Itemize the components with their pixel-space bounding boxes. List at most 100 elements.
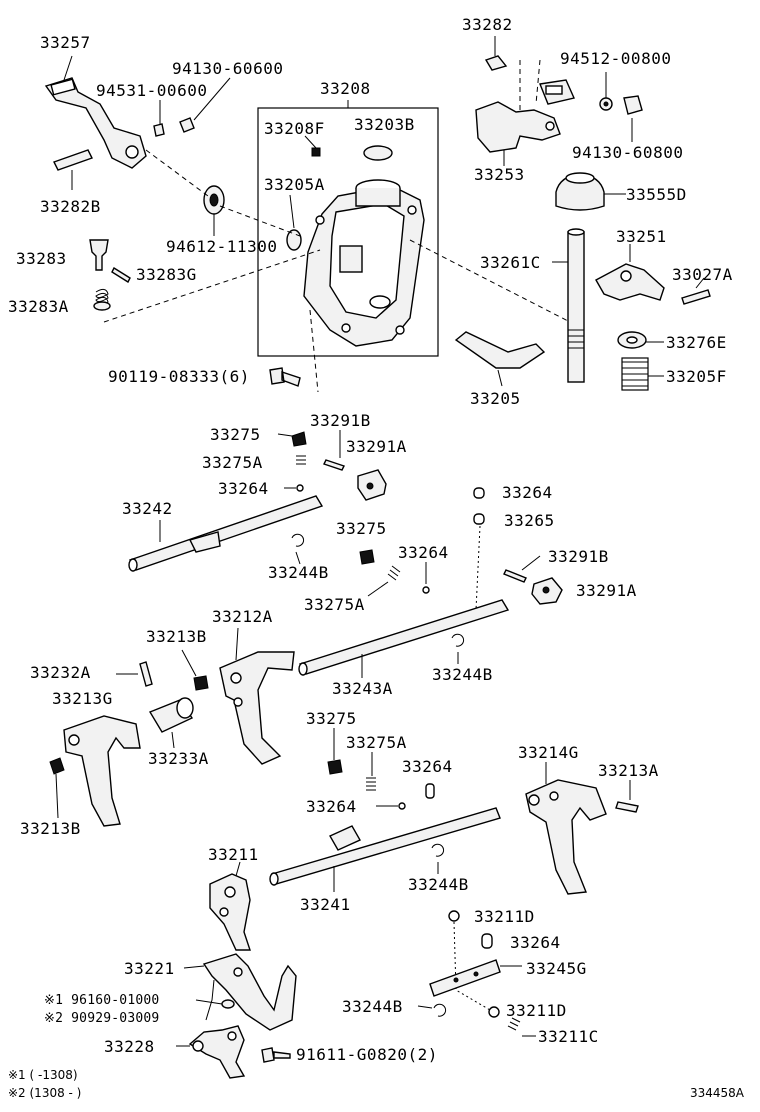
- spring-33211c: [507, 1017, 521, 1031]
- label-96160-01000: ※1 96160-01000: [44, 993, 160, 1008]
- label-33203b: 33203B: [354, 115, 415, 134]
- label-33261c: 33261C: [480, 253, 541, 272]
- label-33205: 33205: [470, 389, 521, 408]
- spring-33275a-c: [366, 777, 376, 791]
- pin-33027a: [681, 289, 711, 305]
- label-33208: 33208: [320, 79, 371, 98]
- label-33257: 33257: [40, 33, 91, 52]
- transmission-case-housing: [303, 179, 425, 347]
- label-33242: 33242: [122, 499, 173, 518]
- label-33213b-a: 33213B: [146, 627, 207, 646]
- label-33291a-a: 33291A: [346, 437, 407, 456]
- collar-33233a: [148, 697, 194, 733]
- label-33283a: 33283A: [8, 297, 69, 316]
- shift-lever-33257: [44, 77, 147, 169]
- label-91611-g0820: 91611-G0820(2): [296, 1045, 438, 1064]
- pin-33291b-a: [323, 459, 345, 471]
- label-94612-11300: 94612-11300: [166, 237, 278, 256]
- pin-33291b-b: [503, 569, 527, 583]
- ball-33211d-b: [488, 1006, 500, 1018]
- label-33251: 33251: [616, 227, 667, 246]
- ball-33264-d: [425, 783, 435, 799]
- shift-shaft-33243a: [298, 599, 510, 676]
- label-33264-a: 33264: [218, 479, 269, 498]
- label-33233a: 33233A: [148, 749, 209, 768]
- spring-33275a-b: [387, 565, 401, 581]
- shift-shaft-33261c: [567, 228, 585, 383]
- label-33212a: 33212A: [212, 607, 273, 626]
- ball-33264-f: [481, 933, 493, 949]
- label-33221: 33221: [124, 959, 175, 978]
- shift-lever-33205: [454, 331, 546, 369]
- shift-shaft-33245g: [429, 959, 501, 997]
- pin-33213b-a: [193, 675, 209, 691]
- label-33283: 33283: [16, 249, 67, 268]
- label-33275-b: 33275: [336, 519, 387, 538]
- label-33264-e: 33264: [306, 797, 357, 816]
- label-33555d: 33555D: [626, 185, 687, 204]
- label-33275a-b: 33275A: [304, 595, 365, 614]
- spring-33275a-a: [296, 455, 306, 465]
- label-33275a-c: 33275A: [346, 733, 407, 752]
- ball-33264-e: [398, 802, 406, 810]
- label-33264-c: 33264: [502, 483, 553, 502]
- clip-33244b-c: [431, 843, 445, 857]
- label-33213a: 33213A: [598, 761, 659, 780]
- ball-33264-b: [422, 586, 430, 594]
- label-33264-d: 33264: [402, 757, 453, 776]
- label-33264-b: 33264: [398, 543, 449, 562]
- shift-head-33253: [475, 79, 575, 153]
- washer-96160: [221, 999, 235, 1009]
- label-33243a: 33243A: [332, 679, 393, 698]
- label-33211c: 33211C: [538, 1027, 599, 1046]
- label-33244b-a: 33244B: [268, 563, 329, 582]
- ball-33265: [473, 513, 485, 525]
- label-33211d-b: 33211D: [506, 1001, 567, 1020]
- label-94531-00600: 94531-00600: [96, 81, 208, 100]
- label-33205f: 33205F: [666, 367, 727, 386]
- label-33244b-d: 33244B: [342, 997, 403, 1016]
- pin-33213b-b: [49, 757, 65, 775]
- label-94512-00800: 94512-00800: [560, 49, 672, 68]
- shift-arm-33228: [188, 1025, 246, 1079]
- label-33213g: 33213G: [52, 689, 113, 708]
- shift-fork-33221: [202, 953, 297, 1031]
- label-33275a-a: 33275A: [202, 453, 263, 472]
- footnote-1: ※1 ( -1308): [8, 1068, 78, 1082]
- label-33283g: 33283G: [136, 265, 197, 284]
- label-33214g: 33214G: [518, 743, 579, 762]
- shift-shaft-33242: [128, 495, 324, 572]
- boot-33555d: [555, 172, 605, 211]
- label-33228: 33228: [104, 1037, 155, 1056]
- footnote-2: ※2 (1308 - ): [8, 1086, 82, 1100]
- clip-33244b-a: [291, 533, 305, 547]
- label-90119-08333: 90119-08333(6): [108, 367, 250, 386]
- plug-33275-b: [359, 549, 375, 565]
- label-33275-a: 33275: [210, 425, 261, 444]
- pin-33282b: [53, 149, 93, 171]
- plug-33208f: [311, 147, 321, 157]
- shift-shaft-33241: [269, 807, 501, 886]
- seal-33205a: [286, 229, 302, 251]
- label-33245g: 33245G: [526, 959, 587, 978]
- label-33027a: 33027A: [672, 265, 733, 284]
- label-33282: 33282: [462, 15, 513, 34]
- shift-head-33211: [209, 873, 251, 951]
- label-33264-f: 33264: [510, 933, 561, 952]
- label-33276e: 33276E: [666, 333, 727, 352]
- nut-94130-60800: [623, 95, 643, 115]
- label-94130-60800: 94130-60800: [572, 143, 684, 162]
- catalog-number: 334458A: [690, 1086, 745, 1100]
- label-94130-60600: 94130-60600: [172, 59, 284, 78]
- label-33253: 33253: [474, 165, 525, 184]
- label-33244b-b: 33244B: [432, 665, 493, 684]
- label-33291b-b: 33291B: [548, 547, 609, 566]
- pin-33282: [484, 55, 508, 71]
- pin-33283g: [111, 266, 131, 284]
- bolt-90119: [269, 367, 301, 387]
- label-33282b: 33282B: [40, 197, 101, 216]
- plug-33275-a: [291, 431, 307, 447]
- label-33205a: 33205A: [264, 175, 325, 194]
- label-33291a-b: 33291A: [576, 581, 637, 600]
